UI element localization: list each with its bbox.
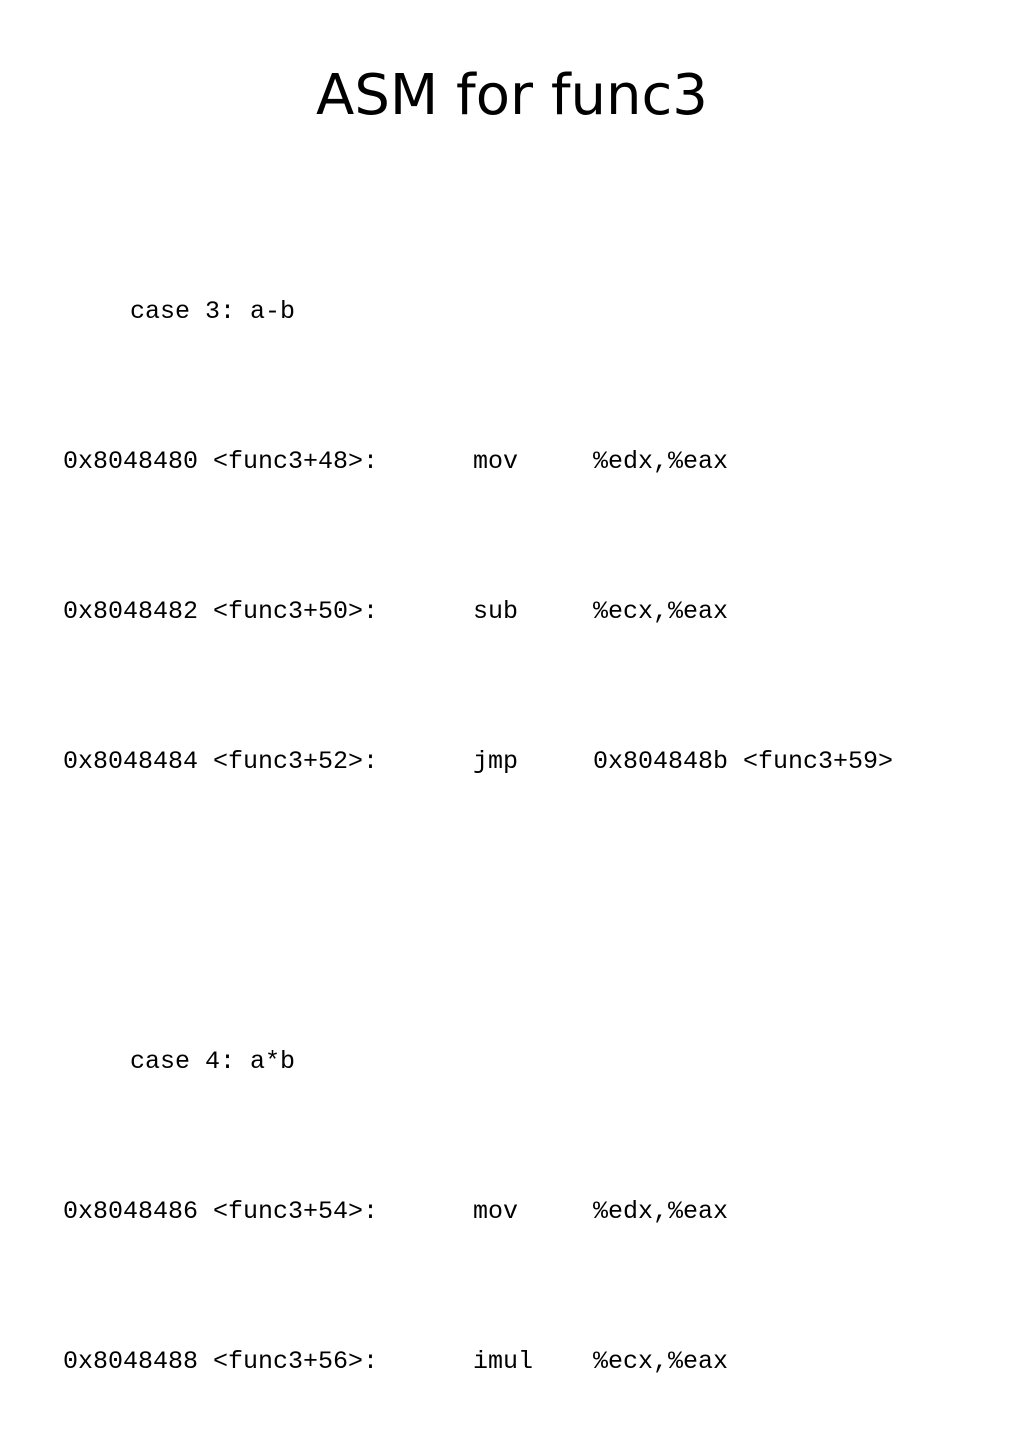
asm-address: 0x8048482 <func3+50>:: [63, 596, 379, 626]
asm-operands: %edx,%eax: [593, 1196, 729, 1226]
case-label: case 3: a-b: [63, 293, 893, 331]
case-label: case 4: a*b: [63, 1043, 893, 1081]
asm-address: 0x8048488 <func3+56>:: [63, 1346, 379, 1376]
asm-operands: %ecx,%eax: [593, 596, 729, 626]
asm-opcode: mov: [473, 1196, 519, 1226]
case-label-text: case 4: a*b: [130, 1046, 296, 1076]
asm-opcode: jmp: [473, 746, 519, 776]
asm-line: 0x8048484 <func3+52>: jmp 0x804848b <func3…: [63, 743, 893, 781]
blank-line: [63, 893, 893, 931]
asm-opcode: sub: [473, 596, 519, 626]
case-label-text: case 3: a-b: [130, 296, 296, 326]
asm-address: 0x8048480 <func3+48>:: [63, 446, 379, 476]
asm-operands: 0x804848b <func3+59>: [593, 746, 894, 776]
asm-opcode: imul: [473, 1346, 534, 1376]
asm-line: 0x8048488 <func3+56>: imul %ecx,%eax: [63, 1343, 893, 1381]
asm-address: 0x8048484 <func3+52>:: [63, 746, 379, 776]
asm-listing: case 3: a-b 0x8048480 <func3+48>: mov %edx…: [63, 180, 893, 1455]
asm-operands: %ecx,%eax: [593, 1346, 729, 1376]
asm-operands: %edx,%eax: [593, 446, 729, 476]
asm-address: 0x8048486 <func3+54>:: [63, 1196, 379, 1226]
asm-line: 0x8048482 <func3+50>: sub %ecx,%eax: [63, 593, 893, 631]
asm-line: 0x8048480 <func3+48>: mov %edx,%eax: [63, 443, 893, 481]
asm-line: 0x8048486 <func3+54>: mov %edx,%eax: [63, 1193, 893, 1231]
slide-title: ASM for func3: [316, 63, 708, 128]
asm-opcode: mov: [473, 446, 519, 476]
